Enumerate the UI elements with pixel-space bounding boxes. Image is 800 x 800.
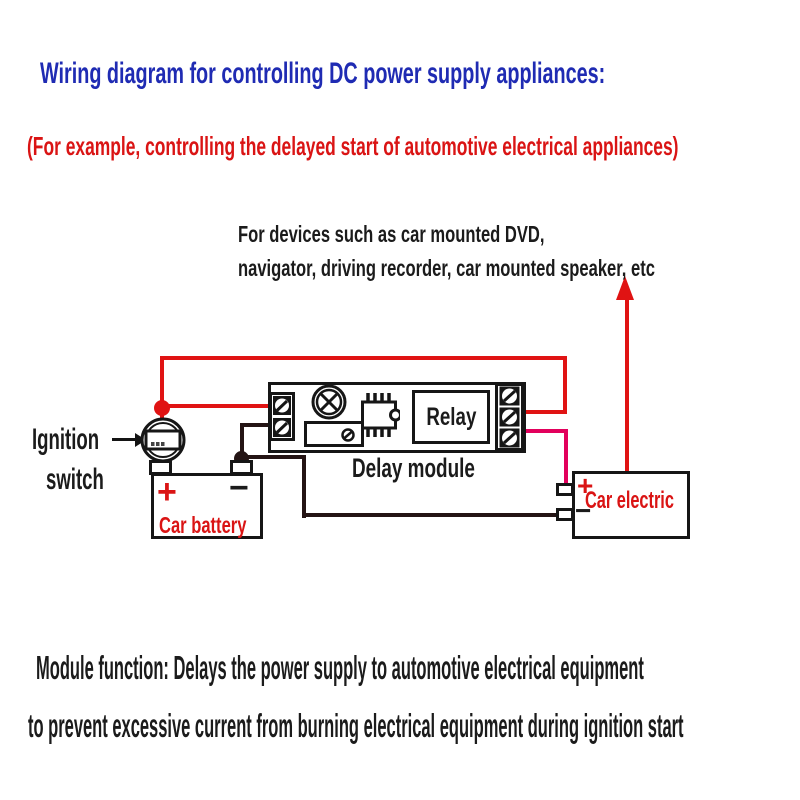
ignition-label-line1: Ignition [32, 423, 100, 456]
annotation-arrow-up-icon [616, 276, 634, 300]
ic-chip-icon [361, 393, 400, 437]
wire-red-top [160, 356, 567, 360]
page-title: Wiring diagram for controlling DC power … [40, 57, 606, 90]
ignition-pointer-line [112, 438, 138, 441]
wire-black-down [302, 455, 306, 518]
relay-box: Relay [412, 390, 490, 444]
trimmer-screw-icon [341, 428, 355, 442]
wire-black-to-load [302, 513, 562, 517]
load-plus-sign: + [577, 470, 594, 501]
wire-black-to-module [240, 423, 274, 427]
device-note-line1: For devices such as car mounted DVD, [238, 221, 545, 247]
wire-red-right-vertical [563, 356, 567, 414]
car-battery-box [151, 473, 263, 539]
annotation-arrow-shaft [625, 296, 629, 473]
battery-plus-sign: + [157, 473, 177, 511]
indicator-lamp-icon [311, 384, 347, 420]
load-minus-sign: − [575, 495, 592, 526]
relay-label: Relay [425, 402, 477, 431]
ignition-label-line2: switch [46, 463, 104, 496]
wire-pink-relay-out [520, 429, 568, 433]
wire-black-junction-right [242, 455, 306, 459]
junction-dot-positive [154, 400, 170, 416]
screw-terminal-block-left-icon [269, 392, 295, 441]
ignition-switch-icon [140, 417, 186, 463]
screw-terminal-block-right-icon [495, 383, 524, 451]
module-function-line2: to prevent excessive current from burnin… [28, 707, 684, 744]
page-subtitle: (For example, controlling the delayed st… [27, 131, 679, 161]
component-block [304, 421, 364, 447]
wire-pink-down-to-load [564, 429, 568, 487]
wire-red-junction-to-module [160, 404, 272, 408]
battery-minus-sign: − [229, 469, 249, 507]
car-battery-label: Car battery [159, 512, 247, 538]
car-electric-box [572, 471, 690, 539]
device-note-line2: navigator, driving recorder, car mounted… [238, 255, 655, 281]
module-function-line1: Module function: Delays the power supply… [36, 649, 644, 686]
delay-module-label: Delay module [352, 453, 475, 483]
car-electric-label: Car electric [585, 487, 674, 514]
wire-red-to-relay-common [520, 410, 567, 414]
wire-red-junction-vertical [160, 356, 164, 411]
wire-black-junction-up [240, 423, 244, 462]
